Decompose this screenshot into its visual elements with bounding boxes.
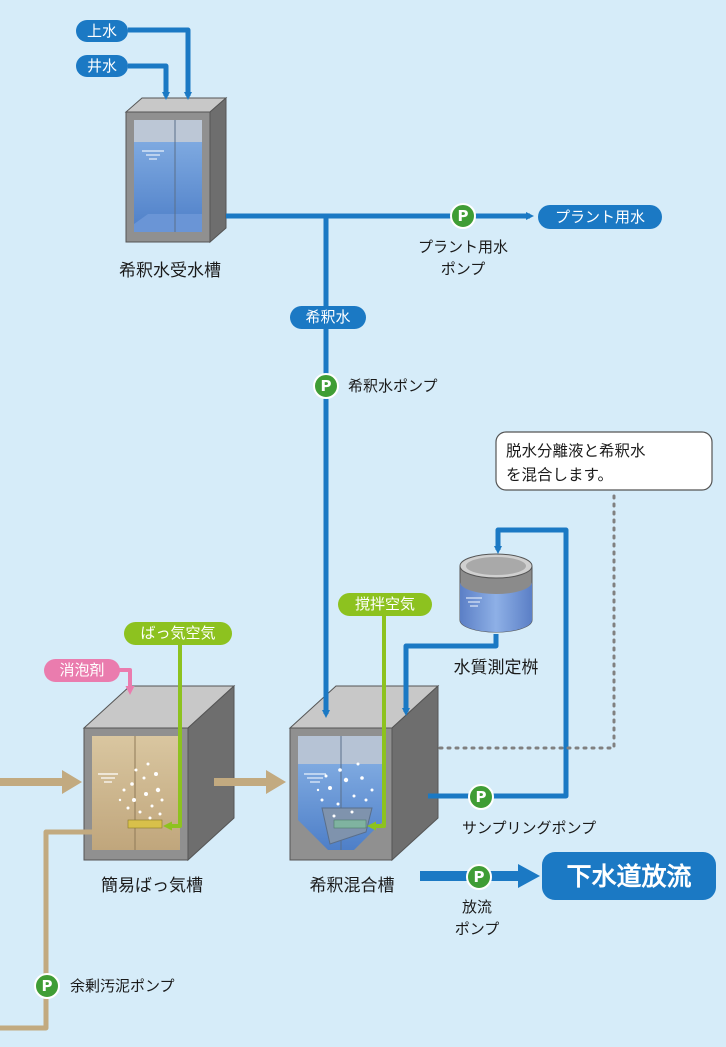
dilution-mixing-tank-label: 希釈混合槽: [310, 876, 395, 896]
svg-text:P: P: [42, 977, 53, 995]
well-water-tag: 井水: [76, 55, 128, 77]
dilution-pump: P: [313, 373, 339, 399]
defoamer-tag: 消泡剤: [44, 659, 120, 682]
aeration-bubbles: [118, 762, 164, 820]
discharge-pump-label-line1: 放流: [462, 898, 492, 916]
svg-text:撹拌空気: 撹拌空気: [355, 595, 415, 613]
stirring-air-tag: 撹拌空気: [338, 593, 432, 616]
dilution-receiving-tank-label: 希釈水受水槽: [119, 261, 221, 281]
simple-aeration-tank: [82, 684, 236, 862]
svg-text:P: P: [474, 868, 485, 886]
plant-water-tag: プラント用水: [538, 205, 662, 229]
sampling-pump: P: [468, 784, 494, 810]
dilution-mixing-tank: [288, 684, 440, 862]
svg-text:希釈水: 希釈水: [305, 308, 350, 326]
aeration-air-tag: ばっ気空気: [124, 622, 232, 645]
simple-aeration-tank-label: 簡易ばっ気槽: [101, 876, 203, 896]
plant-pump-label-line2: ポンプ: [441, 260, 486, 278]
svg-text:上水: 上水: [87, 22, 117, 40]
svg-text:P: P: [458, 207, 469, 225]
quality-measure-label: 水質測定桝: [454, 658, 539, 678]
svg-text:プラント用水: プラント用水: [555, 208, 645, 226]
dilution-receiving-tank: [124, 96, 228, 244]
discharge-pump-label-line2: ポンプ: [455, 920, 500, 938]
sampling-pump-label: サンプリングポンプ: [462, 819, 596, 837]
excess-sludge-pump: P: [34, 973, 60, 999]
note-line1: 脱水分離液と希釈水: [506, 442, 646, 460]
svg-text:井水: 井水: [87, 57, 117, 75]
excess-sludge-pump-label: 余剰汚泥ポンプ: [70, 977, 175, 995]
svg-text:ばっ気空気: ばっ気空気: [140, 624, 215, 642]
svg-text:消泡剤: 消泡剤: [59, 661, 104, 679]
note-line2: を混合します。: [506, 466, 613, 484]
pipes: [0, 27, 616, 1031]
note-callout: 脱水分離液と希釈水 を混合します。: [495, 431, 713, 491]
discharge-pump: P: [466, 864, 492, 890]
tap-water-tag: 上水: [76, 20, 128, 42]
svg-text:P: P: [321, 377, 332, 395]
sewer-discharge-tag: 下水道放流: [542, 852, 716, 900]
stirring-bubbles: [316, 762, 374, 818]
dilution-water-tag: 希釈水: [290, 306, 366, 329]
plant-pump-label-line1: プラント用水: [418, 238, 508, 256]
dilution-pump-label: 希釈水ポンプ: [348, 377, 438, 395]
water-quality-measure-vessel: [459, 553, 533, 633]
plant-water-pump: P: [450, 203, 476, 229]
svg-text:下水道放流: 下水道放流: [566, 862, 691, 891]
svg-text:P: P: [476, 788, 487, 806]
